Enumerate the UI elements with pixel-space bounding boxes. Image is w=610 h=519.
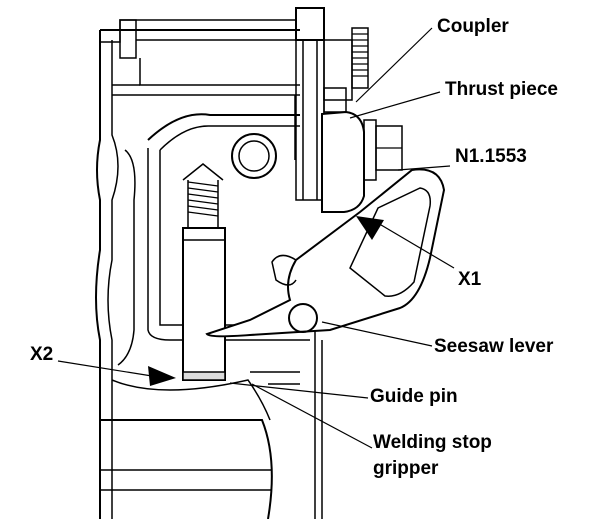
label-thrust-piece: Thrust piece [445,79,558,100]
guide-pin [182,227,226,381]
round-bolt [231,133,277,179]
label-welding-stop-line2: gripper [373,458,439,479]
label-n-code: N1.1553 [455,146,527,167]
thrust-piece [321,110,403,213]
housing-frame [95,19,323,519]
labels: Coupler Thrust piece N1.1553 X1 Seesaw l… [30,16,558,479]
x1-arrow [356,216,384,240]
seesaw-lever [205,168,446,338]
spring-assembly [182,163,224,228]
label-x2: X2 [30,344,53,365]
leader-lines [57,27,455,449]
label-x1: X1 [458,269,482,290]
x2-arrow [148,366,176,386]
label-coupler: Coupler [437,16,509,37]
label-guide-pin: Guide pin [370,386,458,407]
label-seesaw-lever: Seesaw lever [434,336,554,357]
label-welding-stop-line1: Welding stop [373,432,492,453]
arrows [148,216,384,386]
